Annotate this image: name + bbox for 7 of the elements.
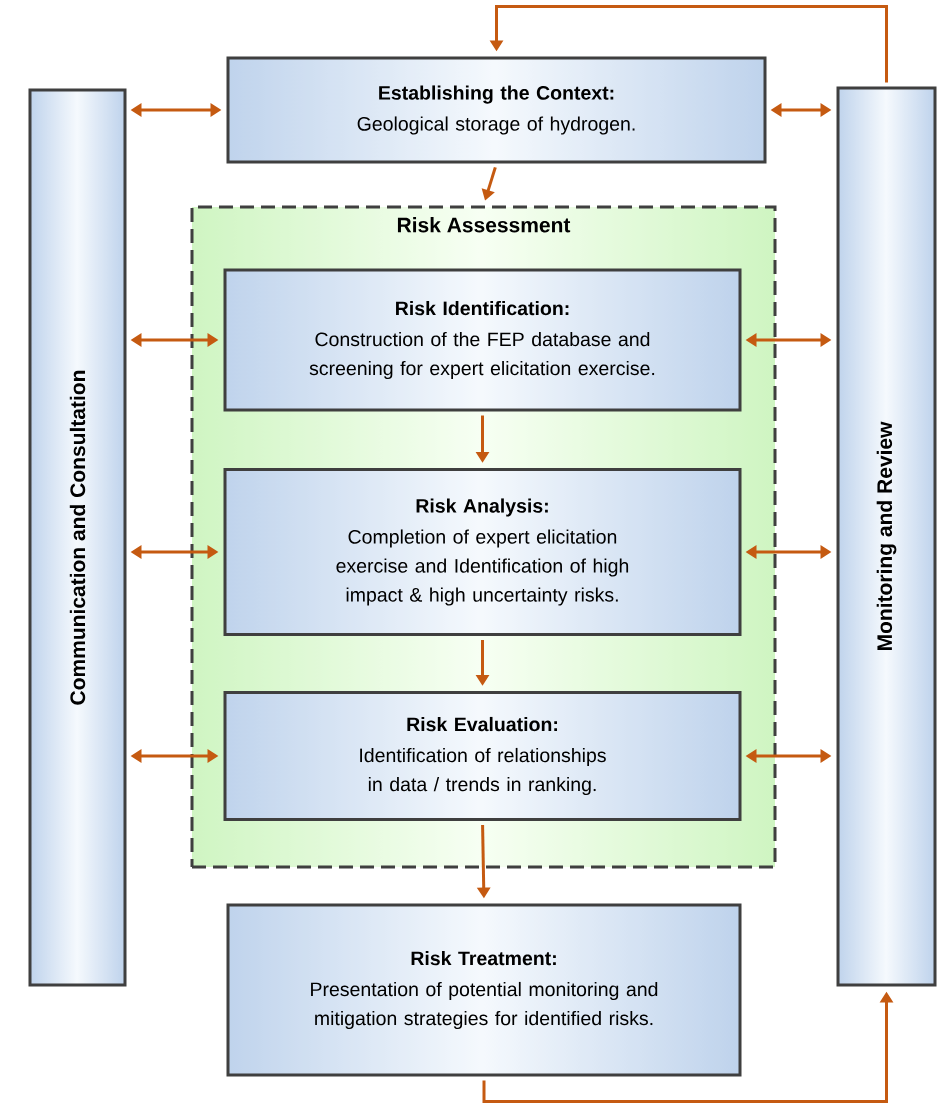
side-bar: Communication and Consultation <box>28 88 127 987</box>
process-box: Risk Analysis: Completion of expert elicitation exercise and Identification of high impact & high uncertainty risks. <box>223 468 742 636</box>
process-box: Risk Treatment: Presentation of potential monitoring and mitigation strategies for identified risks. <box>226 903 742 1077</box>
process-box: Risk Identification: Construction of the FEP database and screening for expert elicitation exercise. <box>223 268 742 412</box>
process-box: Establishing the Context: Geological storage of hydrogen. <box>226 56 767 164</box>
process-box: Risk Evaluation: Identification of relationships in data / trends in ranking. <box>223 691 742 821</box>
side-bar: Monitoring and Review <box>836 86 937 987</box>
